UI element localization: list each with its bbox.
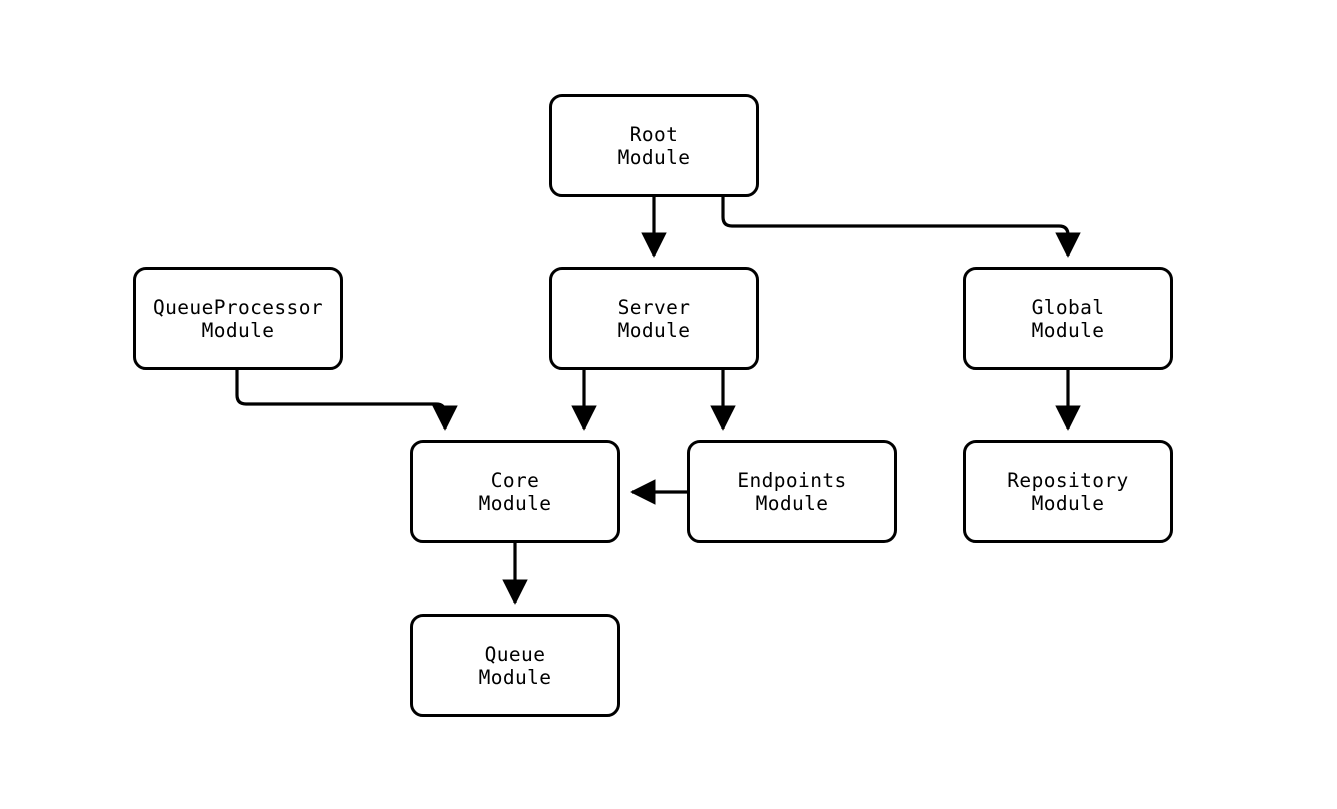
- node-endpoints-module[interactable]: Endpoints Module: [687, 440, 897, 543]
- node-label-line1: Repository: [1007, 468, 1129, 492]
- node-global-module[interactable]: Global Module: [963, 267, 1173, 370]
- node-label-line2: Module: [755, 491, 829, 515]
- node-label-line1: Core: [490, 468, 540, 492]
- node-label-line2: Module: [1031, 318, 1105, 342]
- node-label-line2: Module: [617, 318, 691, 342]
- node-label-line2: Module: [201, 318, 275, 342]
- node-root-module[interactable]: Root Module: [549, 94, 759, 197]
- node-core-module[interactable]: Core Module: [410, 440, 620, 543]
- node-label-line2: Module: [617, 145, 691, 169]
- node-label-line2: Module: [478, 665, 552, 689]
- node-label-line1: Global: [1031, 295, 1105, 319]
- node-label-line2: Module: [478, 491, 552, 515]
- node-label-line1: QueueProcessor: [153, 295, 323, 319]
- node-server-module[interactable]: Server Module: [549, 267, 759, 370]
- node-label-line2: Module: [1031, 491, 1105, 515]
- edge-queueprocessor-to-core: [235, 370, 458, 431]
- node-repository-module[interactable]: Repository Module: [963, 440, 1173, 543]
- node-label-line1: Queue: [484, 642, 546, 666]
- node-queueprocessor-module[interactable]: QueueProcessor Module: [133, 267, 343, 370]
- edge-root-to-global: [721, 197, 1081, 258]
- node-label-line1: Server: [617, 295, 691, 319]
- node-label-line1: Root: [629, 122, 679, 146]
- node-label-line1: Endpoints: [737, 468, 847, 492]
- node-queue-module[interactable]: Queue Module: [410, 614, 620, 717]
